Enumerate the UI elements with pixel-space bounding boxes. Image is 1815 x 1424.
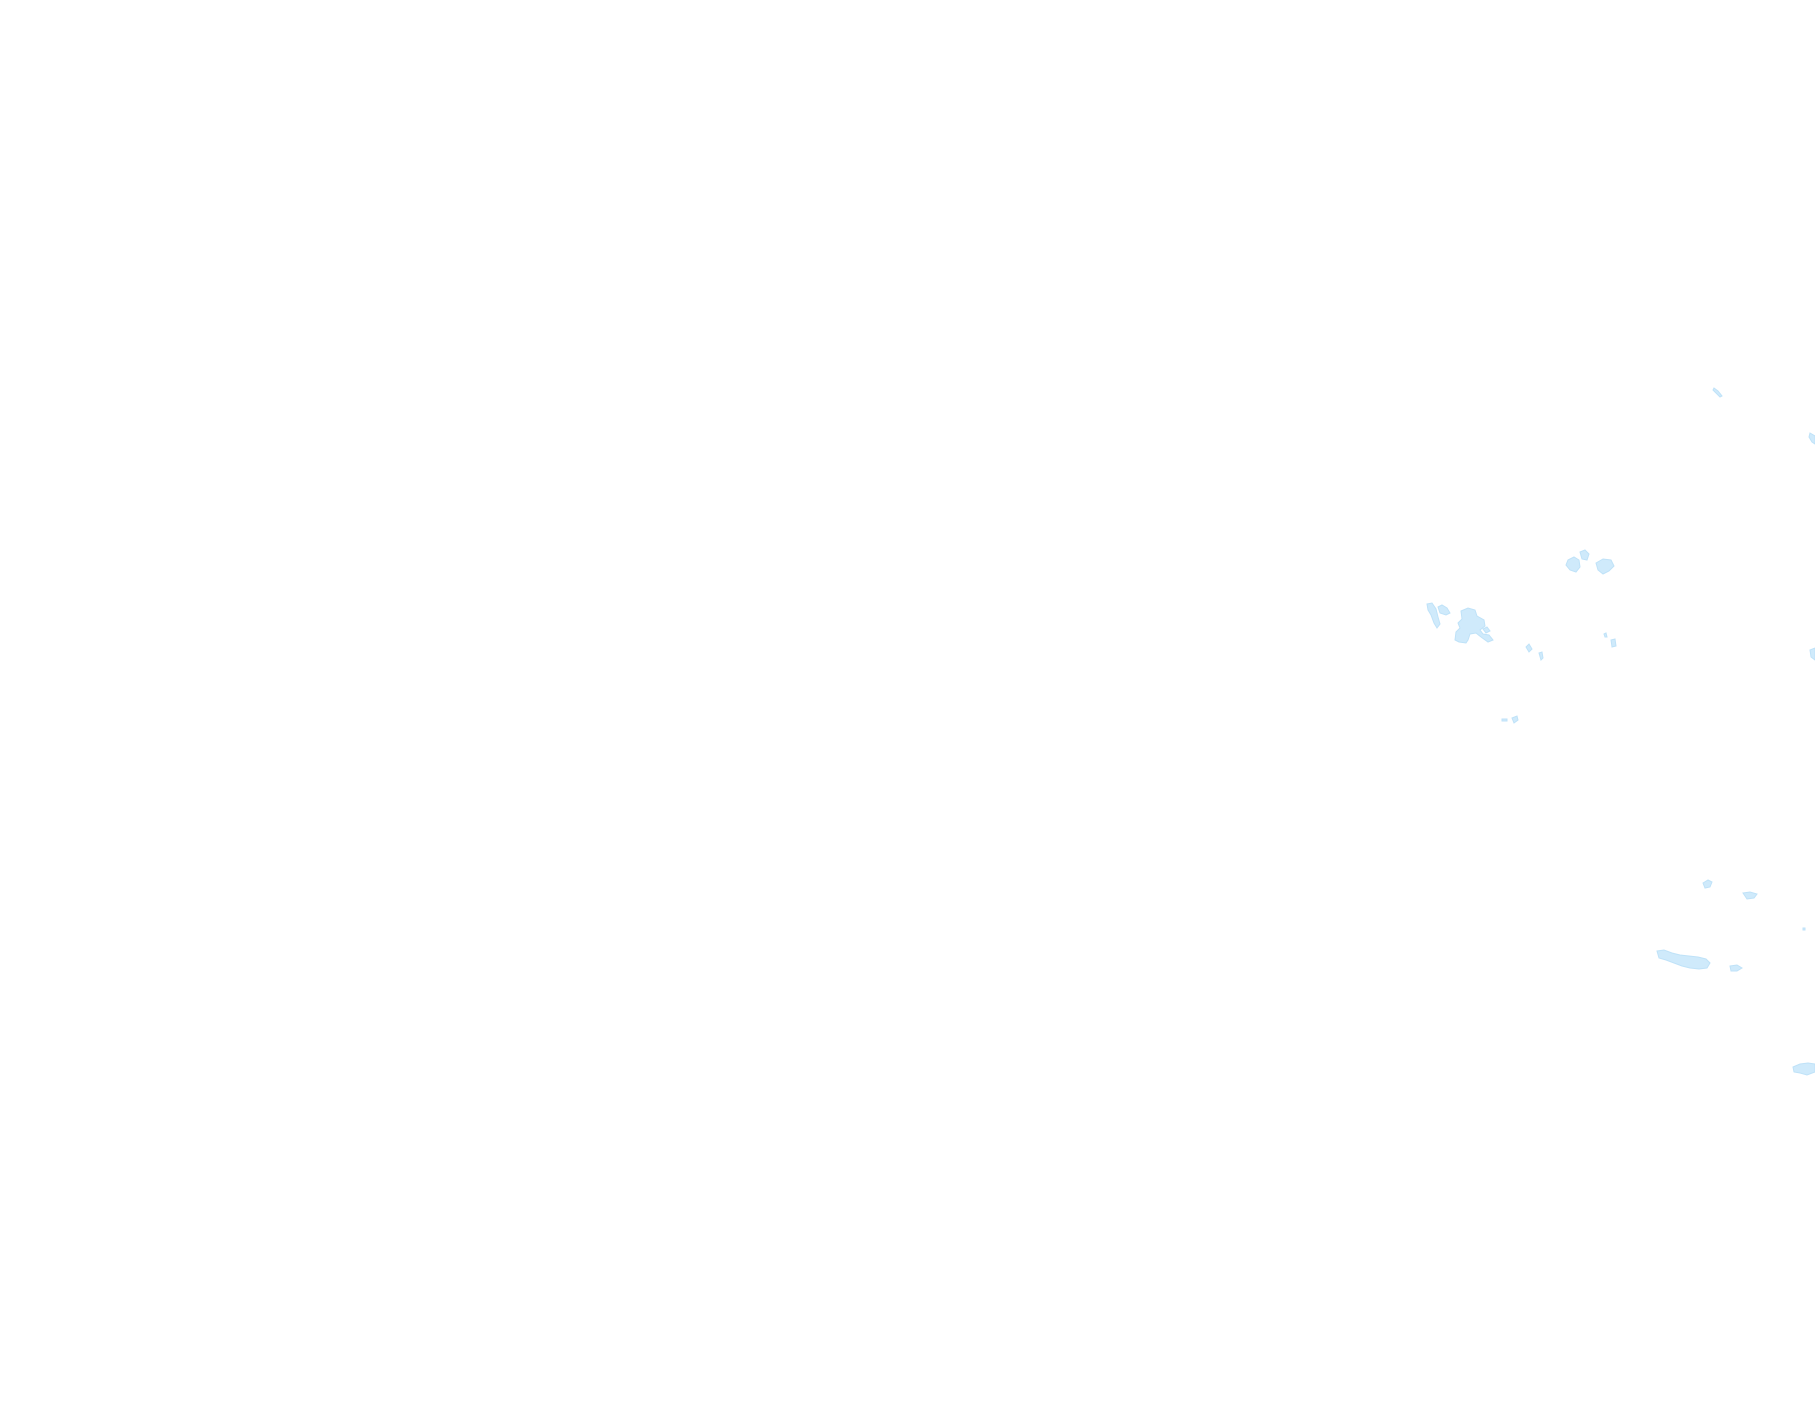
- island: [1579, 549, 1590, 561]
- island: [1792, 1062, 1815, 1076]
- island: [1729, 964, 1743, 972]
- island: [1809, 647, 1815, 661]
- island: [1742, 891, 1758, 900]
- island: [1603, 632, 1608, 638]
- island: [1702, 879, 1713, 889]
- island: [1610, 638, 1617, 648]
- island: [1482, 626, 1491, 634]
- island-group: [1426, 387, 1815, 1076]
- island: [1802, 927, 1806, 931]
- island: [1712, 387, 1723, 398]
- island: [1426, 602, 1441, 629]
- island: [1538, 651, 1544, 661]
- island: [1454, 607, 1494, 644]
- island: [1565, 556, 1581, 573]
- island: [1656, 949, 1711, 970]
- island: [1437, 604, 1451, 616]
- island: [1808, 432, 1815, 445]
- island: [1501, 718, 1508, 722]
- island: [1511, 715, 1519, 724]
- island: [1525, 643, 1533, 653]
- island: [1595, 558, 1615, 575]
